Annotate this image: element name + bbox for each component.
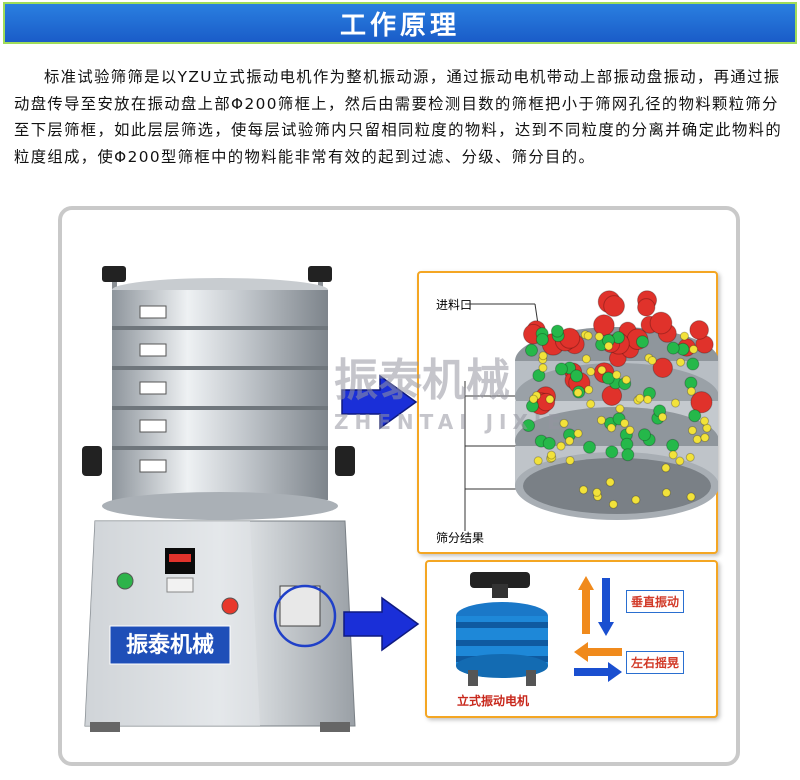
particle	[615, 404, 625, 414]
particle	[620, 418, 630, 428]
particle	[593, 314, 615, 336]
particle	[631, 495, 641, 505]
particle	[661, 463, 671, 473]
particle	[546, 450, 556, 460]
particle	[532, 368, 546, 382]
motor-caption: 立式振动电机	[457, 694, 530, 708]
particle	[625, 425, 635, 435]
vertical-arrows-icon	[578, 576, 614, 636]
particle	[565, 436, 575, 446]
particle	[606, 423, 616, 433]
particle	[545, 394, 555, 404]
particle	[670, 398, 680, 408]
particle	[666, 438, 680, 452]
particle	[621, 448, 635, 462]
particle	[679, 331, 689, 341]
arrow-right-icon	[343, 596, 420, 652]
particle	[635, 335, 649, 349]
horizontal-swing-label: 左右摇晃	[626, 651, 685, 674]
particle	[525, 343, 539, 357]
particle	[700, 433, 710, 443]
particle	[559, 418, 569, 428]
particle	[647, 356, 657, 366]
particle	[657, 412, 667, 422]
particle	[554, 362, 568, 376]
machine-brand-label: 振泰机械	[126, 633, 214, 658]
particle	[579, 485, 589, 495]
particle	[535, 333, 549, 347]
particle	[533, 456, 543, 466]
particle	[700, 416, 710, 426]
vertical-vibration-label: 垂直振动	[626, 590, 685, 613]
horizontal-arrows-icon	[574, 642, 622, 682]
inlet-label: 进料口	[436, 298, 473, 312]
particle	[582, 440, 596, 454]
particle	[596, 415, 606, 425]
particle	[637, 298, 656, 317]
particle	[565, 455, 575, 465]
particle	[581, 354, 591, 364]
particle	[603, 295, 625, 317]
vertical-vibration-motor-image	[456, 572, 548, 686]
particle	[685, 452, 695, 462]
particle	[601, 385, 623, 406]
particle	[688, 409, 702, 423]
particle	[586, 399, 596, 409]
particle	[556, 441, 566, 451]
intro-paragraph: 标准试验筛筛是以YZU立式振动电机作为整机振动源，通过振动电机带动上部振动盘振动…	[14, 68, 783, 166]
particle	[573, 388, 583, 398]
particle	[592, 487, 602, 497]
particle	[686, 492, 696, 502]
sieve-shaker-image: 振泰机械	[82, 266, 356, 732]
result-label: 筛分结果	[436, 531, 485, 545]
particle	[573, 428, 583, 438]
particle	[643, 394, 653, 404]
particle	[689, 344, 699, 354]
section-title: 工作原理	[339, 10, 460, 41]
particle	[675, 456, 685, 466]
particle	[584, 385, 594, 395]
particle	[612, 370, 622, 380]
particle	[689, 320, 709, 340]
particle	[676, 357, 686, 367]
particle	[550, 324, 564, 338]
particle	[686, 386, 696, 396]
particle	[586, 367, 596, 377]
particle	[687, 425, 697, 435]
particle	[542, 436, 556, 450]
particle	[692, 434, 702, 444]
section-header: 工作原理	[3, 2, 797, 44]
sieve-stack	[112, 278, 328, 500]
particle	[583, 331, 593, 341]
arrow-right-icon	[341, 374, 418, 430]
particle	[570, 369, 584, 383]
particle	[638, 428, 652, 442]
particle	[608, 499, 618, 509]
particle	[690, 391, 713, 414]
particle	[538, 351, 548, 361]
sieve-layers-illustration	[464, 290, 718, 531]
particle	[605, 477, 615, 487]
particle	[666, 341, 680, 355]
particle	[652, 357, 673, 378]
particle	[522, 419, 536, 433]
particle	[621, 375, 631, 385]
particle	[529, 394, 539, 404]
particle	[668, 450, 678, 460]
particle	[604, 341, 614, 351]
particle	[538, 363, 548, 373]
particle	[649, 311, 673, 335]
particle	[605, 445, 619, 459]
particle	[594, 332, 604, 342]
particle	[597, 365, 607, 375]
particle	[601, 371, 615, 385]
particle	[661, 488, 671, 498]
particle	[686, 357, 700, 371]
particle	[635, 393, 645, 403]
